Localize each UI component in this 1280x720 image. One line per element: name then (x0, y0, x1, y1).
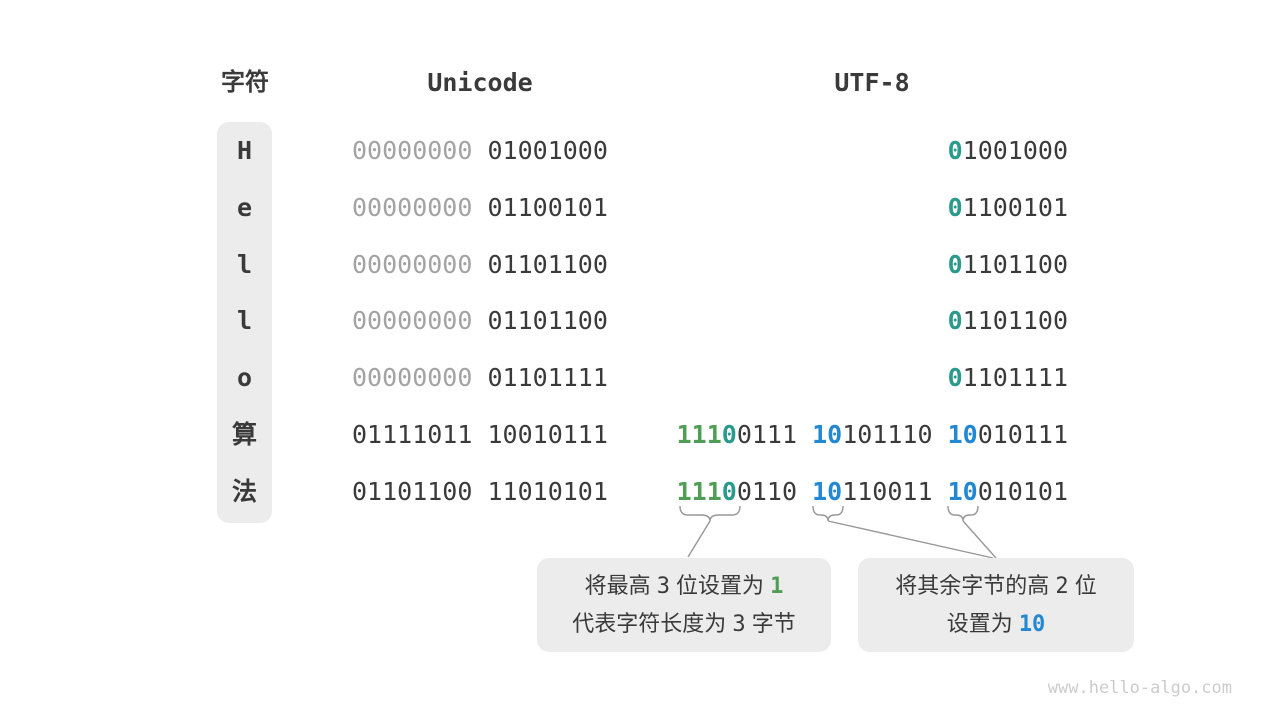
bit-segment: 将最高 (584, 573, 657, 598)
column-header-unicode: Unicode (427, 68, 533, 97)
watermark: www.hello-algo.com (1047, 678, 1232, 698)
bit-segment: 1 (770, 574, 784, 599)
bit-segment: 01001000 (487, 136, 608, 165)
bit-segment: 0111 (736, 420, 798, 450)
bit-segment: 设置为 (946, 611, 1019, 636)
char-cell: 算 (231, 420, 257, 450)
bit-segment: 10 (812, 420, 843, 450)
utf8-bits: 01101100 (948, 250, 1068, 280)
utf8-bits: 01101100 (948, 306, 1068, 336)
connector-line (962, 520, 997, 559)
unicode-bits: 00000000 01101100 (352, 250, 608, 280)
brace-icon (679, 505, 741, 522)
bit-segment: 1100101 (962, 192, 1068, 222)
bit-segment: 1101100 (962, 249, 1068, 279)
bit-segment: 3 (656, 574, 670, 599)
bit-segment: 2 (1055, 574, 1069, 599)
bit-segment: 11010101 (487, 476, 608, 506)
unicode-bits: 00000000 01001000 (352, 136, 608, 166)
char-cell: e (236, 192, 253, 222)
unicode-bits: 00000000 01101100 (352, 306, 608, 336)
callout-line: 代表字符长度为 3 字节 (572, 605, 796, 643)
char-cell: 法 (231, 476, 257, 506)
bit-segment: 代表字符长度为 (572, 611, 733, 636)
char-cell: o (236, 363, 253, 393)
char-cell: H (236, 136, 253, 165)
bit-segment: 0 (947, 363, 963, 393)
connector-line (687, 520, 711, 558)
bit-segment: 01101100 (487, 249, 608, 279)
utf8-bits: 01100101 (948, 193, 1068, 223)
bit-segment: 01111011 (352, 420, 473, 450)
bit-segment: 00000000 (352, 363, 473, 393)
bit-segment: 01101100 (352, 476, 473, 506)
bit-segment: 111 (676, 476, 722, 506)
bit-segment: 0110 (736, 476, 798, 506)
bit-segment: 01101111 (487, 363, 608, 393)
callout-line: 将最高 3 位设置为 1 (585, 567, 784, 605)
bit-segment: 010111 (977, 420, 1068, 450)
utf8-bits: 11100111 10101110 10010111 (677, 420, 1068, 450)
utf8-bits: 11100110 10110011 10010101 (677, 477, 1068, 507)
bit-segment: 101110 (842, 420, 933, 450)
bit-segment: 字节 (745, 611, 796, 636)
char-column-background (217, 122, 272, 523)
bit-segment: 位 (1068, 573, 1097, 598)
bit-segment: 将其余字节的高 (895, 573, 1056, 598)
bit-segment: 0 (947, 192, 963, 222)
bit-segment: 00000000 (352, 192, 473, 222)
column-header-char: 字符 (221, 69, 269, 96)
bit-segment: 1101111 (962, 363, 1068, 393)
bit-segment: 10 (812, 476, 843, 506)
char-cell: l (236, 249, 253, 279)
bit-segment: 01100101 (487, 192, 608, 222)
bit-segment: 1101100 (962, 306, 1068, 336)
bit-segment: 0 (721, 476, 737, 506)
bit-segment: 10 (947, 476, 978, 506)
callout-line: 设置为 10 (947, 605, 1046, 643)
bit-segment: 位设置为 (669, 573, 771, 598)
bit-segment: 0 (947, 249, 963, 279)
bit-segment: 00000000 (352, 306, 473, 336)
char-cell: l (236, 306, 253, 336)
callout-continuation-prefix: 将其余字节的高 2 位设置为 10 (858, 558, 1134, 652)
bit-segment: 0 (947, 136, 963, 165)
unicode-bits: 00000000 01100101 (352, 193, 608, 223)
bit-segment: 110011 (842, 476, 933, 506)
bit-segment: 10010111 (487, 420, 608, 450)
bit-segment: 00000000 (352, 249, 473, 279)
utf8-bits: 01001000 (948, 136, 1068, 166)
bit-segment: 00000000 (352, 136, 473, 165)
bit-segment: 010101 (977, 476, 1068, 506)
callout-line: 将其余字节的高 2 位 (895, 567, 1097, 605)
bit-segment: 0 (721, 420, 737, 450)
column-header-utf8: UTF-8 (834, 68, 910, 97)
bit-segment: 0 (947, 306, 963, 336)
bit-segment: 10 (947, 420, 978, 450)
brace-icon (812, 505, 844, 522)
bit-segment: 111 (676, 420, 722, 450)
bit-segment: 3 (732, 612, 746, 637)
bit-segment: 10 (1018, 612, 1046, 637)
connector-line (827, 520, 994, 559)
unicode-bits: 01111011 10010111 (352, 420, 608, 450)
bit-segment: 1001000 (962, 136, 1068, 165)
unicode-bits: 00000000 01101111 (352, 363, 608, 393)
utf8-bits: 01101111 (948, 363, 1068, 393)
brace-icon (947, 505, 979, 522)
bit-segment: 01101100 (487, 306, 608, 336)
unicode-bits: 01101100 11010101 (352, 477, 608, 507)
